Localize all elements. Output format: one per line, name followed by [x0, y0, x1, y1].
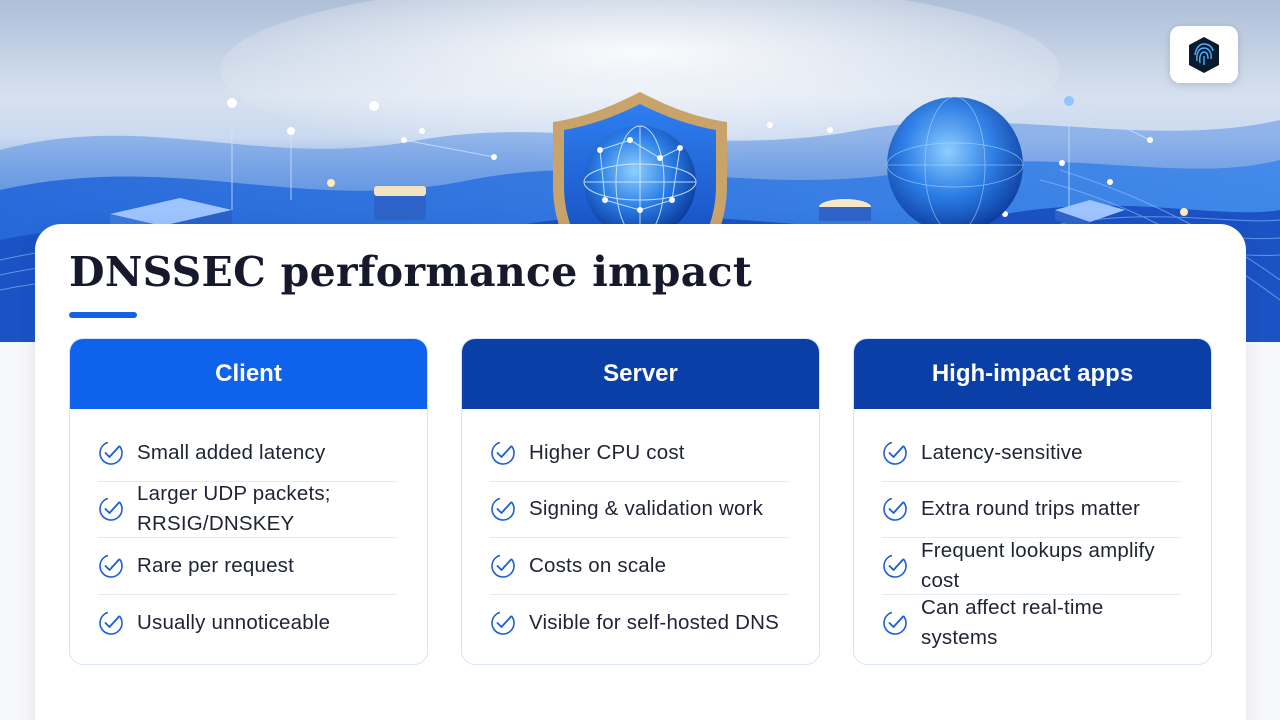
- check-circle-icon: [99, 497, 123, 522]
- title-accent-bar: [69, 312, 137, 318]
- check-circle-icon: [99, 440, 123, 465]
- check-circle-icon: [883, 553, 907, 578]
- list-item-text: Frequent lookups amplify cost: [921, 538, 1155, 592]
- logo-badge: [1170, 26, 1238, 83]
- list-item-text: Larger UDP packets; RRSIG/DNSKEY: [137, 482, 331, 536]
- list-item: Signing & validation work: [490, 482, 789, 538]
- list-item-text: Visible for self-hosted DNS: [529, 610, 779, 634]
- column-heading: High-impact apps: [854, 339, 1211, 409]
- check-circle-icon: [491, 553, 515, 578]
- column-high-impact-apps: High-impact apps Latency-sensitive Extra…: [853, 338, 1212, 665]
- list-item-text: Signing & validation work: [529, 497, 764, 521]
- list-item-text: Rare per request: [137, 553, 295, 577]
- list-item: Can affect real-time systems: [882, 595, 1181, 652]
- check-circle-icon: [883, 497, 907, 522]
- list-item: Costs on scale: [490, 538, 789, 595]
- list-item-text: Extra round trips matter: [921, 497, 1140, 521]
- list-item: Larger UDP packets; RRSIG/DNSKEY: [98, 482, 397, 538]
- list-item-text: Higher CPU cost: [529, 440, 685, 464]
- list-item-text: Small added latency: [137, 440, 326, 464]
- list-item: Usually unnoticeable: [98, 595, 397, 652]
- check-circle-icon: [883, 440, 907, 465]
- list-item-text: Costs on scale: [529, 553, 667, 577]
- list-item: Rare per request: [98, 538, 397, 595]
- column-client: Client Small added latency Larger UDP pa…: [69, 338, 428, 665]
- check-circle-icon: [99, 610, 123, 635]
- list-item: Extra round trips matter: [882, 482, 1181, 538]
- check-circle-icon: [491, 610, 515, 635]
- list-item: Small added latency: [98, 425, 397, 482]
- page-title: DNSSEC performance impact: [69, 248, 753, 296]
- list-item-text: Can affect real-time systems: [921, 595, 1104, 649]
- list-item: Visible for self-hosted DNS: [490, 595, 789, 652]
- check-circle-icon: [491, 497, 515, 522]
- shield-fingerprint-logo-icon: [1189, 36, 1219, 73]
- list-item-text: Usually unnoticeable: [137, 610, 331, 634]
- list-item-text: Latency-sensitive: [921, 440, 1083, 464]
- check-circle-icon: [99, 553, 123, 578]
- list-item: Frequent lookups amplify cost: [882, 538, 1181, 595]
- column-heading: Client: [70, 339, 427, 409]
- column-heading: Server: [462, 339, 819, 409]
- list-item: Latency-sensitive: [882, 425, 1181, 482]
- list-item: Higher CPU cost: [490, 425, 789, 482]
- check-circle-icon: [883, 610, 907, 635]
- column-server: Server Higher CPU cost Signing & validat…: [461, 338, 820, 665]
- check-circle-icon: [491, 440, 515, 465]
